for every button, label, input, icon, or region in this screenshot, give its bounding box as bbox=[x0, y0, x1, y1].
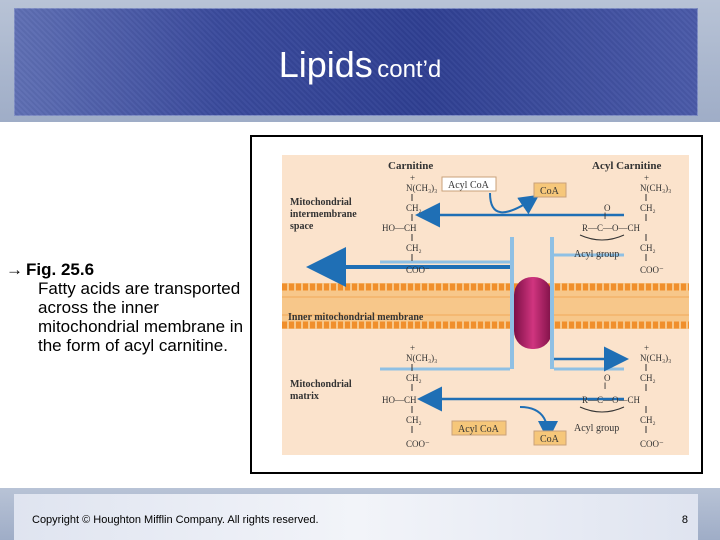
acyl-carnitine-structure-bottom: + N(CH₃)₃ CH₂ O ‖ R—C—O—CH CH₂ COO⁻ bbox=[579, 343, 671, 449]
svg-text:HO—CH: HO—CH bbox=[382, 395, 417, 405]
label-coa-top: CoA bbox=[540, 186, 560, 197]
box-coa-top bbox=[533, 182, 567, 198]
svg-text:Mitochondrial: Mitochondrial bbox=[290, 379, 352, 390]
membrane-lipid-heads bbox=[282, 283, 689, 329]
label-acyl-coa-top: Acyl CoA bbox=[448, 180, 490, 191]
svg-text:CH₂: CH₂ bbox=[406, 243, 422, 253]
label-carnitine: Carnitine bbox=[388, 160, 433, 172]
svg-text:+: + bbox=[644, 173, 649, 183]
label-acyl-coa-bottom: Acyl CoA bbox=[458, 424, 500, 435]
svg-text:N(CH₃)₃: N(CH₃)₃ bbox=[640, 183, 671, 193]
label-intermembrane-2: intermembrane bbox=[290, 209, 357, 220]
label-intermembrane-1: Mitochondrial bbox=[290, 197, 352, 208]
label-intermembrane-3: space bbox=[290, 221, 314, 232]
svg-text:COO⁻: COO⁻ bbox=[406, 439, 430, 449]
footer-band bbox=[0, 488, 720, 540]
svg-text:N(CH₃)₃: N(CH₃)₃ bbox=[640, 353, 671, 363]
svg-text:‖: ‖ bbox=[604, 381, 607, 391]
svg-text:Mitochondrial: Mitochondrial bbox=[290, 197, 352, 208]
svg-text:CH₂: CH₂ bbox=[406, 415, 422, 425]
carnitine-transport-diagram: Mitochondrial intermembrane space Mitoch… bbox=[282, 155, 689, 455]
arrow-acyl-transfer-top bbox=[489, 192, 540, 215]
svg-text:COO⁻: COO⁻ bbox=[640, 439, 664, 449]
svg-text:+: + bbox=[644, 343, 649, 353]
svg-text:COO⁻: COO⁻ bbox=[406, 265, 430, 275]
svg-text:HO—CH: HO—CH bbox=[382, 223, 417, 233]
svg-text:CH₂: CH₂ bbox=[640, 203, 656, 213]
figure-frame: Mitochondrial intermembrane space Mitoch… bbox=[250, 135, 703, 474]
svg-text:R—C—O—CH: R—C—O—CH bbox=[582, 223, 641, 233]
svg-text:CH₂: CH₂ bbox=[640, 243, 656, 253]
title-banner bbox=[0, 0, 720, 122]
region-labels: Mitochondrial intermembrane space Mitoch… bbox=[290, 197, 357, 402]
svg-text:intermembrane: intermembrane bbox=[290, 209, 357, 220]
svg-text:COO⁻: COO⁻ bbox=[640, 265, 664, 275]
box-acyl-coa-bottom bbox=[451, 420, 507, 436]
copyright-text: Copyright © Houghton Mifflin Company. Al… bbox=[32, 514, 319, 526]
svg-text:N(CH₃)₃: N(CH₃)₃ bbox=[406, 353, 437, 363]
svg-text:+: + bbox=[410, 343, 415, 353]
label-acyl-group-top: Acyl group bbox=[574, 249, 619, 260]
label-coa-bottom: CoA bbox=[540, 434, 560, 445]
slide-title-sub: cont’d bbox=[377, 56, 442, 83]
carnitine-structure-bottom: + N(CH₃)₃ CH₂ HO—CH CH₂ COO⁻ bbox=[382, 343, 437, 449]
svg-text:matrix: matrix bbox=[290, 391, 319, 402]
footer-inner bbox=[14, 494, 698, 540]
label-acyl-carnitine: Acyl Carnitine bbox=[592, 160, 661, 172]
acyl-carnitine-structure-top: + N(CH₃)₃ CH₂ O ‖ R—C—O—CH CH₂ COO⁻ bbox=[579, 173, 671, 275]
svg-text:O: O bbox=[604, 373, 611, 383]
membrane bbox=[282, 283, 689, 329]
bullet-heading: Fig. 25.6 bbox=[26, 260, 95, 279]
label-inner-membrane: Inner mitochondrial membrane bbox=[288, 312, 424, 323]
svg-text:CH₂: CH₂ bbox=[406, 373, 422, 383]
svg-text:O: O bbox=[604, 203, 611, 213]
slide-title: Lipids cont’d bbox=[0, 44, 720, 86]
svg-text:+: + bbox=[410, 173, 415, 183]
box-coa-bottom bbox=[533, 430, 567, 446]
svg-text:‖: ‖ bbox=[604, 211, 607, 221]
box-acyl-coa-top bbox=[441, 176, 497, 192]
svg-text:CH₂: CH₂ bbox=[406, 203, 422, 213]
page-number: 8 bbox=[681, 514, 688, 526]
title-banner-inner bbox=[14, 8, 698, 116]
label-matrix-1: Mitochondrial bbox=[290, 379, 352, 390]
bullet-body: Fatty acids are transported across the i… bbox=[38, 279, 244, 355]
svg-text:CH₂: CH₂ bbox=[640, 415, 656, 425]
svg-text:CH₂: CH₂ bbox=[640, 373, 656, 383]
bullet-text: →Fig. 25.6 Fatty acids are transported a… bbox=[6, 260, 256, 355]
label-matrix-2: matrix bbox=[290, 391, 319, 402]
label-acyl-group-bottom: Acyl group bbox=[574, 423, 619, 434]
svg-text:space: space bbox=[290, 221, 314, 232]
svg-text:R—C—O—CH: R—C—O—CH bbox=[582, 395, 641, 405]
svg-text:N(CH₃)₃: N(CH₃)₃ bbox=[406, 183, 437, 193]
carnitine-structure-top: + N(CH₃)₃ CH₂ HO—CH CH₂ COO⁻ bbox=[382, 173, 437, 275]
slide-title-main: Lipids bbox=[278, 44, 373, 85]
carnitine-translocase-protein bbox=[514, 277, 552, 349]
right-arrow-icon: → bbox=[6, 260, 23, 279]
